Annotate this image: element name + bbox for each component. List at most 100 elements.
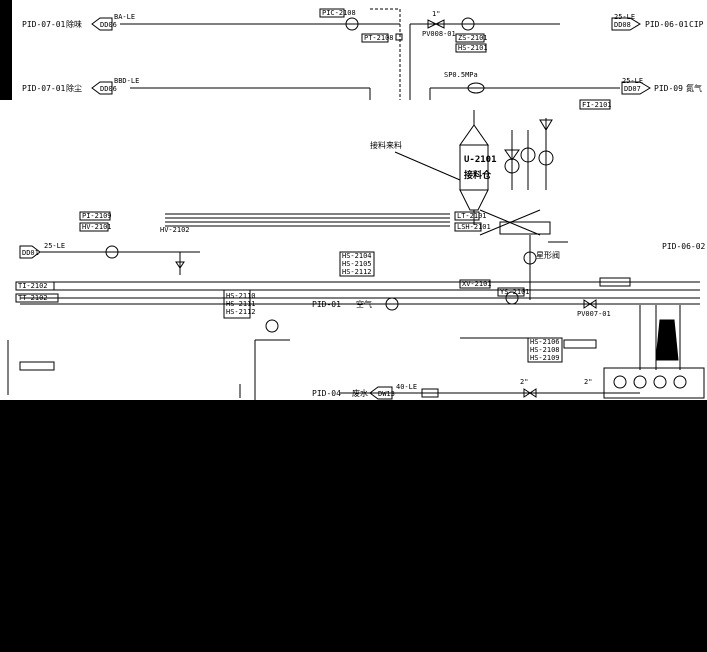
lower-valve — [265, 319, 279, 333]
instr-bubble-3 — [538, 150, 554, 166]
valve-id-a: PV008-01 — [422, 30, 456, 38]
tag-box-zs — [455, 33, 485, 43]
vessel-tag: U-2101 — [464, 155, 497, 165]
instr-hv: HV-2101 — [82, 223, 112, 231]
instr-bc: HS-2112 — [226, 308, 256, 316]
offsheet-t1-tag: DD06 — [100, 21, 117, 29]
instr-cc: HS-2109 — [530, 354, 560, 362]
offsheet-t8-ref: PID-01 — [312, 300, 341, 309]
offsheet-t2-ref: PID-07-01 — [22, 84, 66, 93]
tag-box-group-c — [527, 337, 563, 363]
instr-aa: HS-2104 — [342, 252, 372, 260]
offsheet-t2-tag: DD06 — [100, 85, 117, 93]
valve-cip-1b — [434, 19, 445, 29]
relief-valve — [539, 119, 553, 131]
instr-hs: HS-2101 — [458, 44, 488, 52]
offsheet-t7-tag: DW13 — [378, 390, 395, 398]
vessel-cone — [459, 189, 489, 211]
valve-v007-a — [583, 299, 591, 309]
vessel-name: 接料仓 — [464, 169, 492, 181]
tag-box-fi — [579, 99, 611, 110]
instr-lt: LT-2101 — [457, 212, 487, 220]
offsheet-t1-line: BA-LE — [114, 13, 135, 21]
tag-box-pt — [361, 33, 389, 43]
valve-ww-b — [529, 388, 537, 398]
offsheet-t6-line: 25-LE — [44, 242, 65, 250]
instr-ys: YS-2101 — [500, 288, 530, 296]
offsheet-t6-tag: DD01 — [22, 249, 39, 257]
instr-ac: HS-2112 — [342, 268, 372, 276]
instr-zs: ZS-2101 — [458, 34, 488, 42]
instr-ca: HS-2106 — [530, 338, 560, 346]
line-size-a: 1" — [432, 10, 440, 18]
offsheet-t3-medium: CIP — [689, 20, 704, 29]
offsheet-t1-ref: PID-07-01 — [22, 20, 66, 29]
offsheet-t7-line: 40-LE — [396, 383, 417, 391]
tag-box-group-a — [339, 251, 375, 277]
instr-bb: HS-2111 — [226, 300, 256, 308]
tag-box-lt — [454, 211, 480, 221]
feed-leader — [394, 151, 461, 181]
offsheet-t2-medium: 除尘 — [66, 83, 82, 93]
instr-ba: HS-2110 — [226, 292, 256, 300]
tag-box-lsh — [454, 222, 482, 232]
air-valve — [385, 297, 399, 311]
valve-id-b: PV007-01 — [577, 310, 611, 318]
tag-box-hs — [455, 43, 487, 53]
tag-box-right — [599, 277, 631, 287]
tag-box-ta — [15, 281, 55, 291]
offsheet-t3-line: 25-LE — [614, 13, 635, 21]
drawing-region-middle — [12, 100, 707, 400]
tag-box-pic — [319, 8, 345, 18]
valve-ww-a — [523, 388, 531, 398]
star-valve-symbol — [523, 251, 537, 265]
manifold-gauge-3 — [653, 375, 667, 389]
tag-box-tb — [15, 293, 59, 303]
rotary-valve-box — [499, 221, 551, 235]
offsheet-t2-line: BBD-LE — [114, 77, 139, 85]
regulator-setpoint: SP0.5MPa — [444, 71, 478, 79]
control-valve-dd01 — [105, 245, 119, 259]
instr-bubble-1 — [504, 158, 520, 174]
instr-cb: HS-2108 — [530, 346, 560, 354]
instr-xv: XV-2101 — [462, 280, 492, 288]
control-valve-cip — [461, 17, 475, 31]
offsheet-t4-line: 25-LE — [622, 77, 643, 85]
instr-bubble-2 — [520, 147, 536, 163]
line-size-b: 2" — [520, 378, 528, 386]
manifold-gauge-1 — [613, 375, 627, 389]
offsheet-arrow-wastewater — [369, 386, 393, 400]
tag-box-left-edge — [19, 361, 55, 371]
offsheet-arrow-n2 — [621, 81, 651, 95]
right-manifold — [603, 367, 705, 399]
control-valve-air — [505, 291, 519, 305]
pressure-regulator — [467, 82, 485, 94]
sight-glass-1 — [504, 149, 520, 161]
drawing-region-top — [12, 0, 707, 100]
offsheet-t4-medium: 氮气 — [686, 83, 702, 93]
instr-ab: HS-2105 — [342, 260, 372, 268]
filter-unit — [655, 319, 679, 361]
instr-fi: FI-2101 — [582, 101, 612, 109]
tag-box-c2 — [563, 339, 597, 349]
feed-label: 接料来料 — [370, 140, 402, 150]
drawing-region-left-strip — [0, 100, 12, 400]
junction-box — [395, 33, 403, 41]
valve-v007-b — [589, 299, 597, 309]
offsheet-arrow-dd01 — [19, 245, 41, 259]
instr-ta: TI-2102 — [18, 282, 48, 290]
offsheet-arrow-dust — [91, 81, 113, 95]
manifold-gauge-2 — [633, 375, 647, 389]
offsheet-t4-ref: PID-09 — [654, 84, 683, 93]
offsheet-t3-tag: DD08 — [614, 21, 631, 29]
tag-box-hv — [79, 222, 109, 232]
offsheet-t4-tag: DD07 — [624, 85, 641, 93]
offsheet-t7-ref: PID-04 — [312, 389, 341, 398]
instr-hv2: HV-2102 — [160, 226, 190, 234]
instr-pt: PT-2108 — [364, 34, 394, 42]
instr-pi: PI-2109 — [82, 212, 112, 220]
offsheet-t8-medium: 空气 — [356, 299, 372, 309]
strainer — [421, 388, 439, 398]
